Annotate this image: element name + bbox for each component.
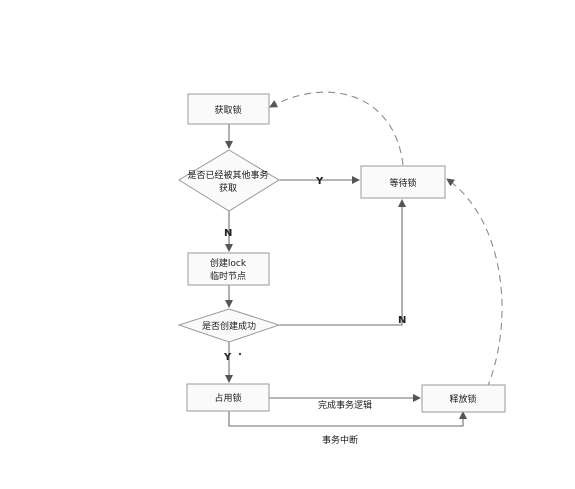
node-decision-acquired-line2: 获取: [219, 183, 237, 194]
edge-release-notify-wait: [446, 178, 503, 389]
node-wait-lock: 等待锁: [360, 165, 446, 199]
edge-decision2-no-to-wait: [279, 199, 406, 326]
node-decision-created-label: 是否创建成功: [202, 320, 256, 332]
node-create-node-line2: 临时节点: [210, 270, 246, 282]
edge-label-yes-wait: Y: [315, 176, 324, 187]
node-release-lock: 释放锁: [421, 384, 506, 413]
node-acquire-lock: 获取锁: [187, 93, 270, 125]
edge-label-tx-interrupt: 事务中断: [322, 434, 358, 446]
node-create-node-line1: 创建lock: [210, 257, 247, 269]
edges: [225, 91, 503, 427]
node-decision-acquired-line1: 是否已经被其他事务: [187, 169, 268, 181]
node-create-node: 创建lock 临时节点: [187, 252, 270, 286]
edge-label-no-wait: N: [398, 315, 406, 326]
node-acquire-lock-label: 获取锁: [214, 104, 241, 116]
node-decision-acquired: 是否已经被其他事务 获取: [178, 149, 280, 212]
edge-interrupt-to-release: [228, 411, 467, 427]
edge-label-no-create: N: [224, 228, 232, 239]
edge-label-finish-logic: 完成事务逻辑: [318, 399, 372, 411]
node-occupy-lock: 占用锁: [186, 383, 270, 412]
edge-label-yes-occupy: Y: [223, 352, 232, 363]
node-occupy-lock-label: 占用锁: [214, 392, 241, 404]
node-release-lock-label: 释放锁: [449, 393, 476, 405]
edge-wait-retry-acquire: [269, 91, 404, 166]
node-wait-lock-label: 等待锁: [389, 177, 416, 189]
node-decision-created: 是否创建成功: [177, 308, 281, 343]
stray-dot: [238, 352, 242, 356]
